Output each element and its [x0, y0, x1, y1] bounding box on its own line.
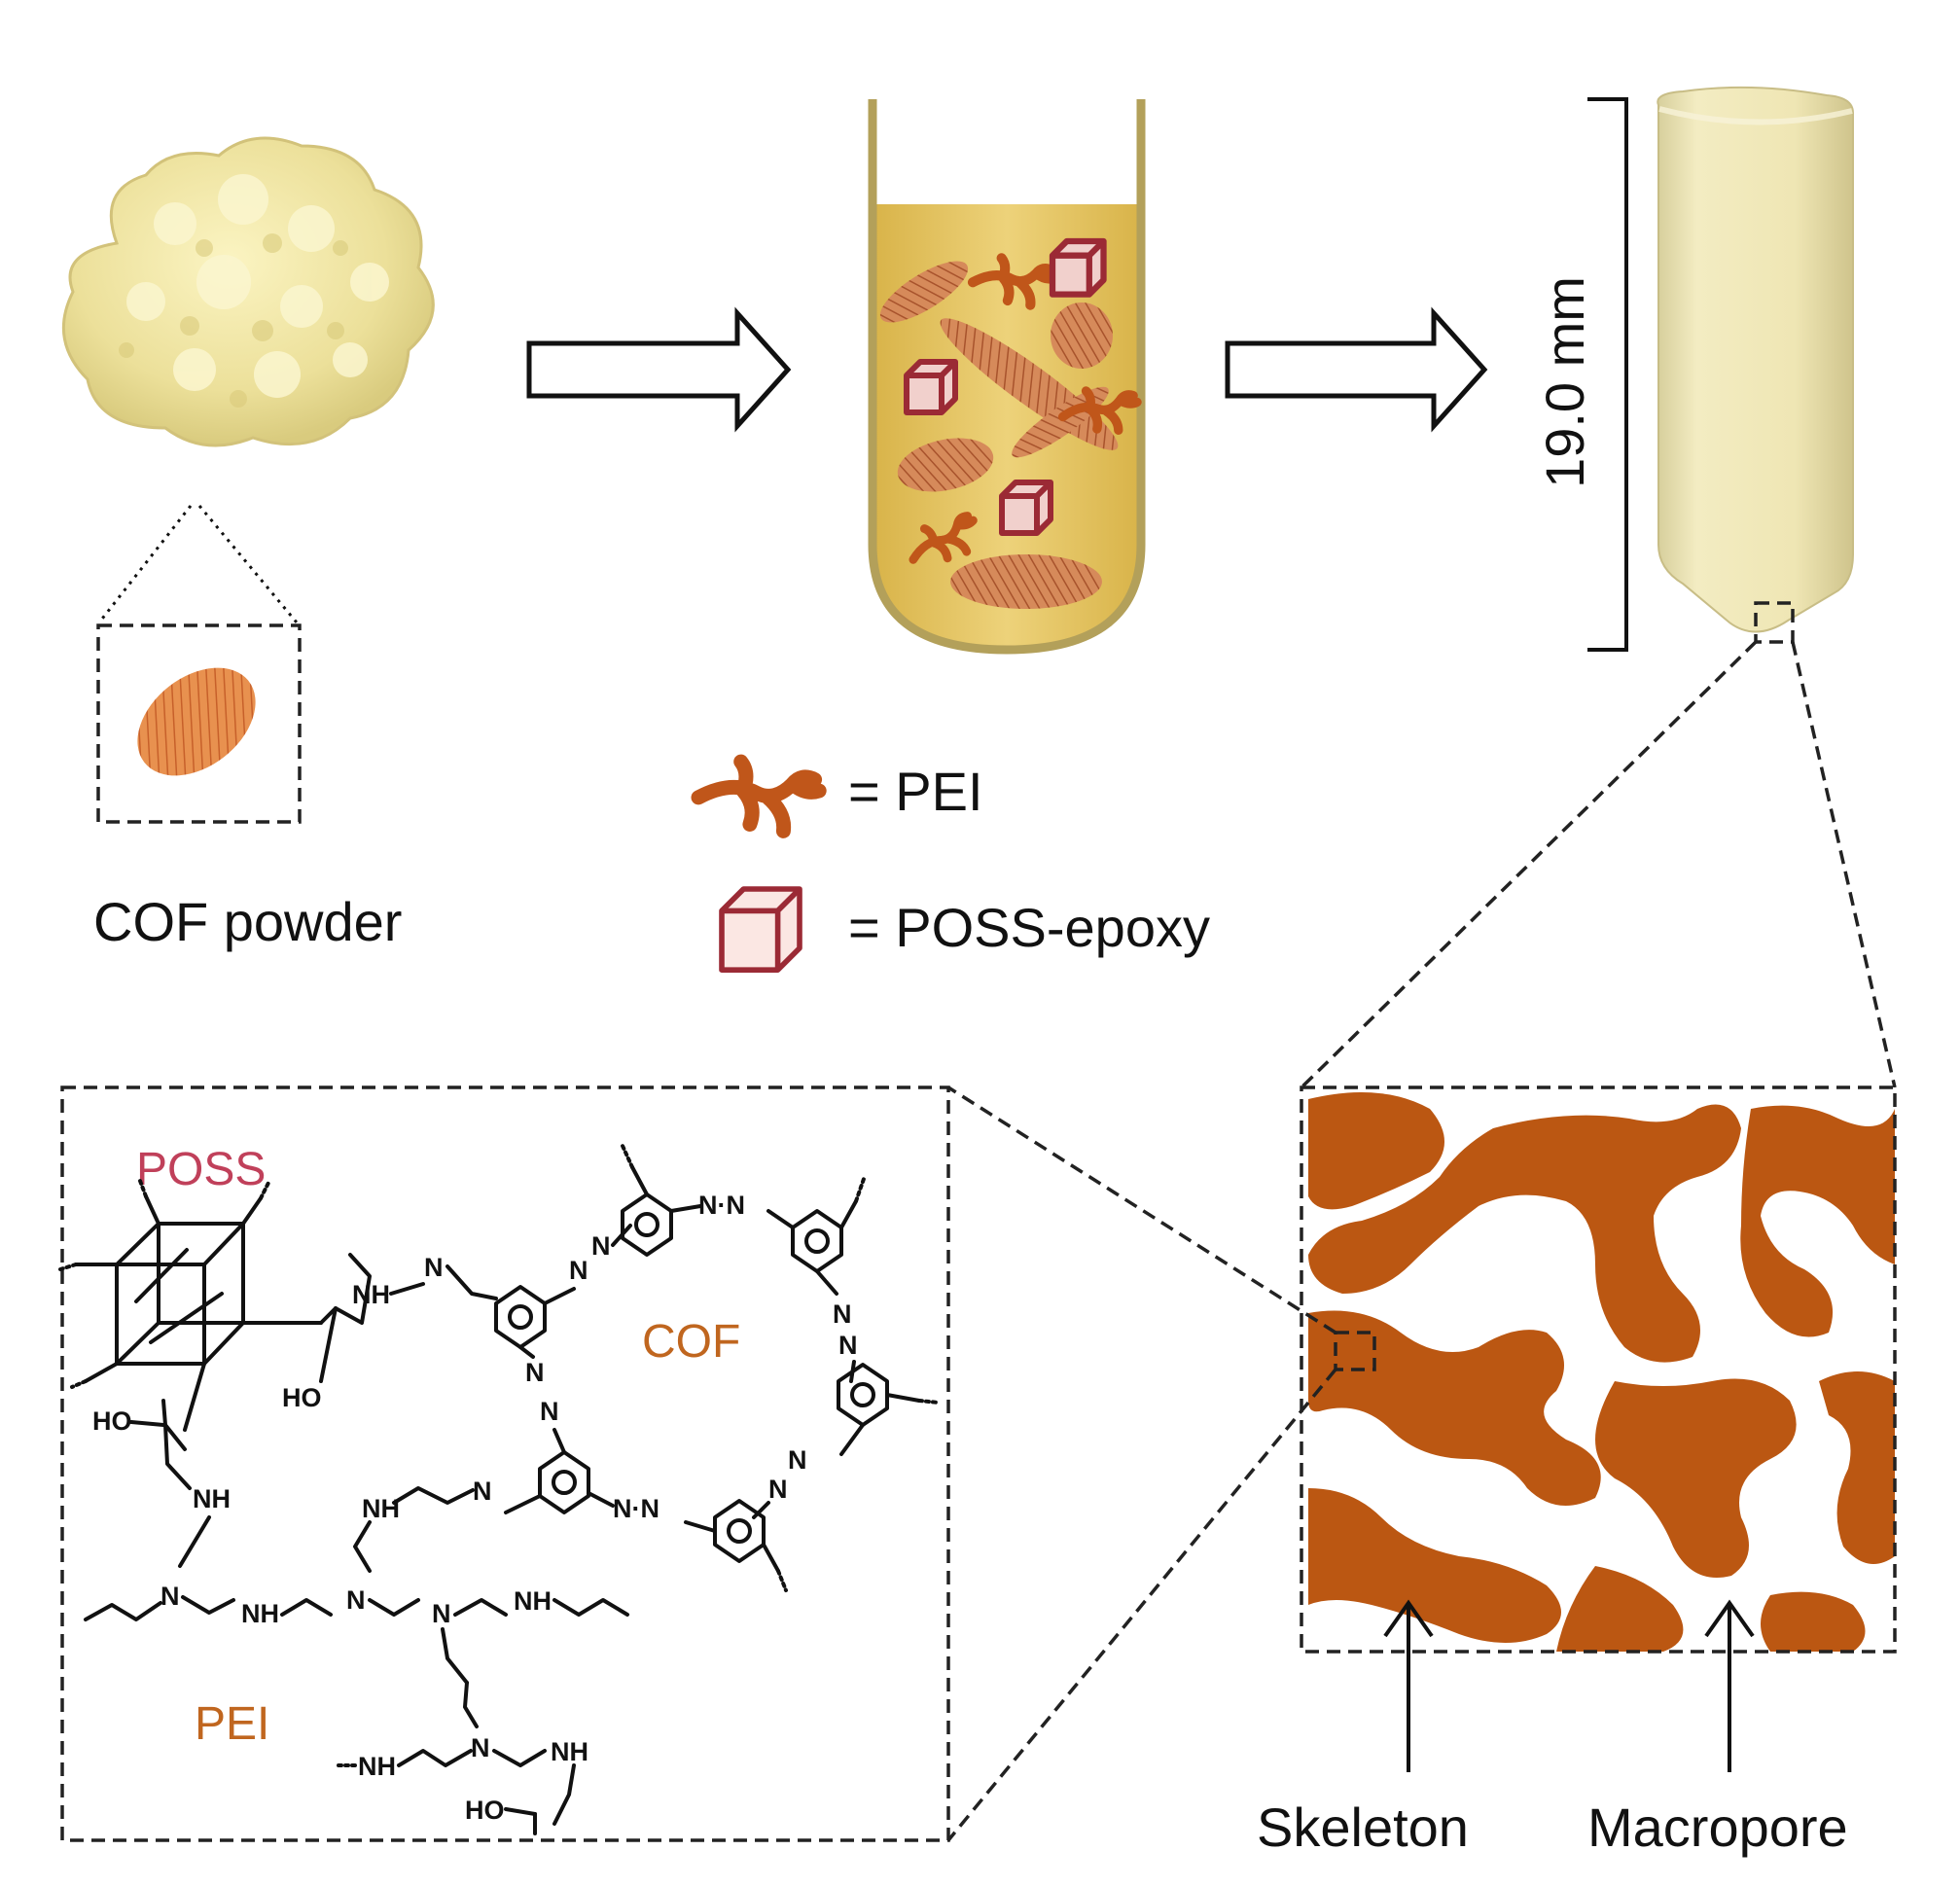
n-group: N	[160, 1582, 180, 1611]
benzene-ring	[494, 1285, 547, 1349]
nn-group: N·N	[613, 1494, 659, 1523]
monolith-image	[1657, 86, 1854, 633]
up-arrow-icon	[1383, 1599, 1434, 1772]
nh-group: NH	[551, 1737, 588, 1766]
n-group: N	[424, 1253, 444, 1282]
poss-cage	[58, 1179, 323, 1432]
structure-panel: POSS COF PEI HO NH N N N	[58, 1085, 950, 1842]
benzene-ring	[791, 1209, 843, 1273]
ho-group: HO	[92, 1406, 132, 1436]
benzene-ring	[713, 1499, 766, 1563]
right-arrow-icon	[526, 306, 792, 433]
nh-group: NH	[352, 1280, 390, 1309]
nh-group: NH	[358, 1752, 396, 1781]
benzene-ring	[837, 1363, 889, 1427]
n-group: N	[471, 1733, 490, 1762]
dimension-label: 19.0 mm	[1534, 276, 1595, 488]
n-group: N	[788, 1445, 807, 1475]
nh-group: NH	[241, 1599, 279, 1628]
poss-label: POSS	[136, 1144, 266, 1195]
nn-group: N·N	[698, 1191, 745, 1220]
cof-crystal-icon	[137, 667, 256, 776]
skeleton-label: Skeleton	[1257, 1797, 1469, 1858]
macropore-panel	[1300, 1085, 1897, 1654]
powder-zoom-guides	[97, 505, 299, 623]
n-group: N	[591, 1231, 611, 1261]
legend-poss-label: = POSS-epoxy	[848, 897, 1210, 958]
n-group: N	[540, 1397, 559, 1426]
right-arrow-icon	[1225, 306, 1488, 433]
pei-branch-icon	[698, 762, 819, 831]
macropore-label: Macropore	[1587, 1797, 1848, 1858]
poss-cube-icon	[719, 886, 802, 974]
legend: = PEI = POSS-epoxy	[698, 761, 1210, 974]
cof-powder-image	[61, 136, 435, 447]
cof-label: COF	[642, 1316, 740, 1368]
benzene-ring	[538, 1450, 590, 1514]
ho-group: HO	[465, 1796, 505, 1825]
nh-group: NH	[193, 1484, 231, 1513]
monolith-zoom-box	[1754, 601, 1795, 644]
n-group: N	[768, 1475, 788, 1504]
n-group: N	[569, 1256, 588, 1285]
n-group: N	[473, 1477, 492, 1506]
dimension-bracket	[1587, 97, 1628, 652]
n-group: N	[838, 1331, 858, 1360]
up-arrow-icon	[1704, 1599, 1755, 1772]
cof-powder-label: COF powder	[93, 891, 402, 952]
pei-label: PEI	[195, 1698, 269, 1750]
panel-zoom-box	[1334, 1331, 1376, 1371]
nh-group: NH	[514, 1586, 552, 1616]
n-group: N	[525, 1358, 545, 1387]
legend-pei-label: = PEI	[848, 761, 983, 822]
ho-group: HO	[282, 1383, 322, 1412]
skeleton-network	[1308, 1091, 1895, 1652]
n-group: N	[833, 1299, 852, 1329]
test-tube	[868, 99, 1146, 655]
n-group: N	[346, 1585, 366, 1615]
nh-group: NH	[362, 1494, 400, 1523]
cof-crystal-inset	[96, 623, 302, 824]
n-group: N	[432, 1599, 451, 1628]
